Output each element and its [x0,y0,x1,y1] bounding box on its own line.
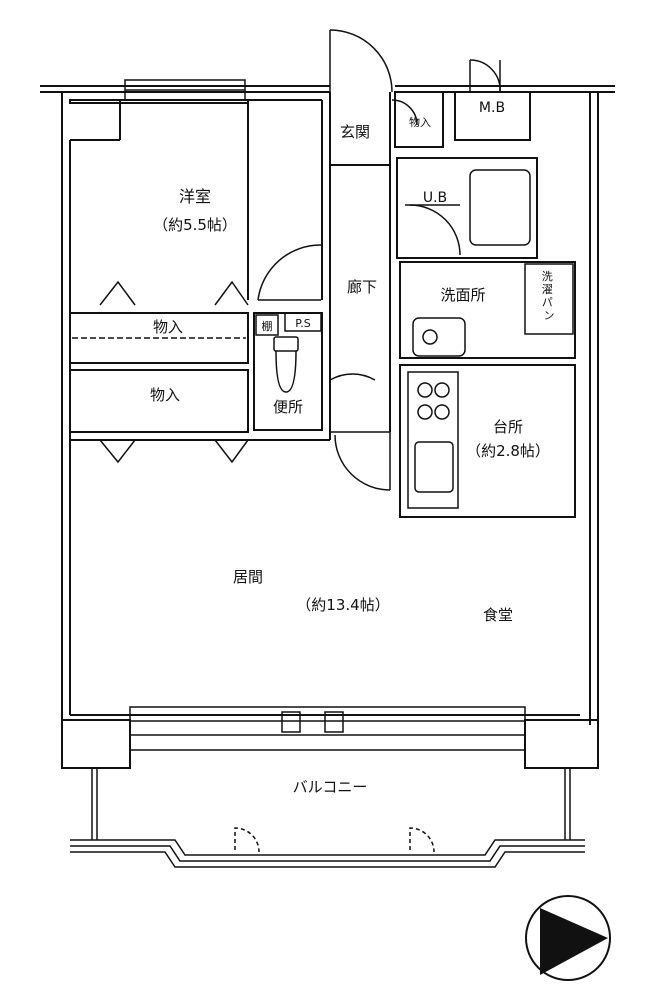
toilet-label: 便所 [273,398,303,416]
western-room-window [124,79,246,101]
entrance-walls [329,91,444,432]
north-arrow-icon [525,895,611,981]
kitchen-size: （約2.8帖） [466,442,550,460]
toilet-block [253,312,323,431]
living-label: 居間 [233,568,263,586]
living-walls [70,432,580,716]
window-wall-blocks [61,719,599,769]
hallway-label: 廊下 [347,278,377,296]
entrance-label: 玄関 [340,123,370,141]
balcony-label: バルコニー [293,778,368,796]
balcony-window [129,706,526,751]
meter-box-label: M.B [479,100,505,116]
hallway-door [329,373,391,491]
western-room-label: 洋室 [179,187,211,206]
closet-2-label: 物入 [150,386,180,404]
closets [69,312,249,433]
meter-box [454,59,531,141]
kitchen [399,364,576,518]
entrance-closet-door [391,99,418,126]
entrance-door [329,29,393,93]
living-size: （約13.4帖） [296,596,389,614]
western-room-size: （約5.5帖） [153,216,237,234]
washing-pan-char-3: パ [542,296,553,309]
kitchen-label: 台所 [493,418,523,436]
closet-1-label: 物入 [153,318,183,336]
unit-bath-label: U.B [423,190,447,206]
dining-label: 食堂 [483,606,513,624]
washing-pan-char-2: 濯 [542,283,553,296]
pipe-space-label: P.S [295,317,310,330]
balcony [70,768,585,868]
washing-pan-label: 洗 濯 パ ン [542,270,557,322]
washroom [399,261,576,359]
washing-pan-char-4: ン [544,309,555,322]
unit-bath [396,157,538,259]
washing-pan-char-1: 洗 [542,270,553,283]
closet-door-markers [99,280,249,464]
washroom-label: 洗面所 [440,286,485,304]
western-room-door [257,244,322,301]
outer-walls [40,85,615,725]
shelf-label: 棚 [262,319,273,333]
entrance-closet-label: 物入 [409,115,431,129]
